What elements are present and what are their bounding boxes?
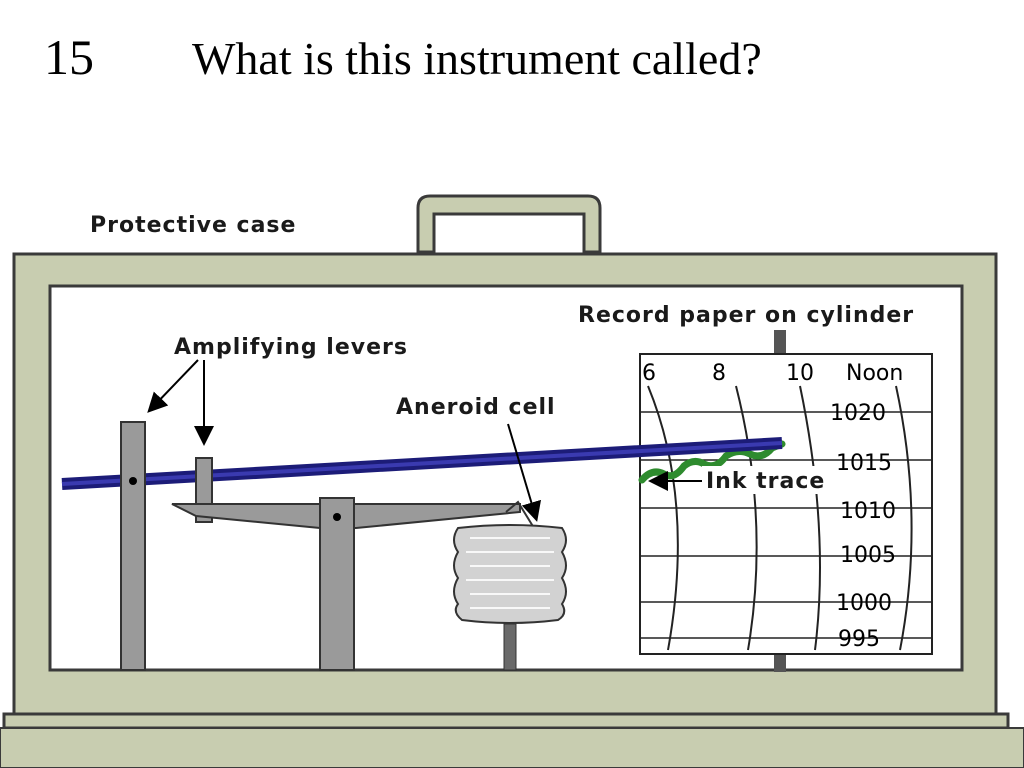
paper-horizontal-lines [640, 411, 932, 639]
label-aneroid-cell: Aneroid cell [396, 395, 556, 420]
aneroid-cell-shape [453, 524, 567, 624]
pivot-pin-middle [333, 513, 341, 521]
time-tick-6: 6 [642, 361, 656, 386]
pressure-tick-1010: 1010 [840, 499, 896, 524]
paper-time-arcs [647, 385, 913, 651]
arrow-to-aneroid [507, 423, 542, 522]
record-paper [639, 353, 933, 655]
case-handle [416, 194, 602, 254]
aneroid-stem [503, 623, 517, 671]
label-amplifying-levers: Amplifying levers [174, 335, 408, 360]
label-protective-case: Protective case [90, 213, 296, 238]
case-base [0, 727, 1024, 768]
slide-question: What is this instrument called? [192, 33, 762, 84]
slide-number: 15 [44, 29, 94, 85]
pivot-pin-left [129, 477, 137, 485]
label-ink-trace: Ink trace [706, 469, 825, 494]
time-tick-8: 8 [712, 361, 726, 386]
pressure-tick-1000: 1000 [836, 591, 892, 616]
time-tick-noon: Noon [846, 361, 903, 386]
cylinder-spindle-top [774, 330, 786, 358]
pivot-post-left [120, 421, 146, 671]
time-tick-10: 10 [786, 361, 814, 386]
pivot-post-middle [319, 497, 355, 671]
arrow-to-left-post [147, 359, 199, 413]
pressure-tick-1020: 1020 [830, 401, 886, 426]
pressure-tick-995: 995 [838, 627, 880, 652]
label-record-paper: Record paper on cylinder [578, 303, 914, 328]
cylinder-spindle-bottom [774, 650, 786, 672]
pressure-tick-1005: 1005 [840, 543, 896, 568]
case-base-top [2, 712, 1010, 730]
pressure-tick-1015: 1015 [836, 451, 892, 476]
